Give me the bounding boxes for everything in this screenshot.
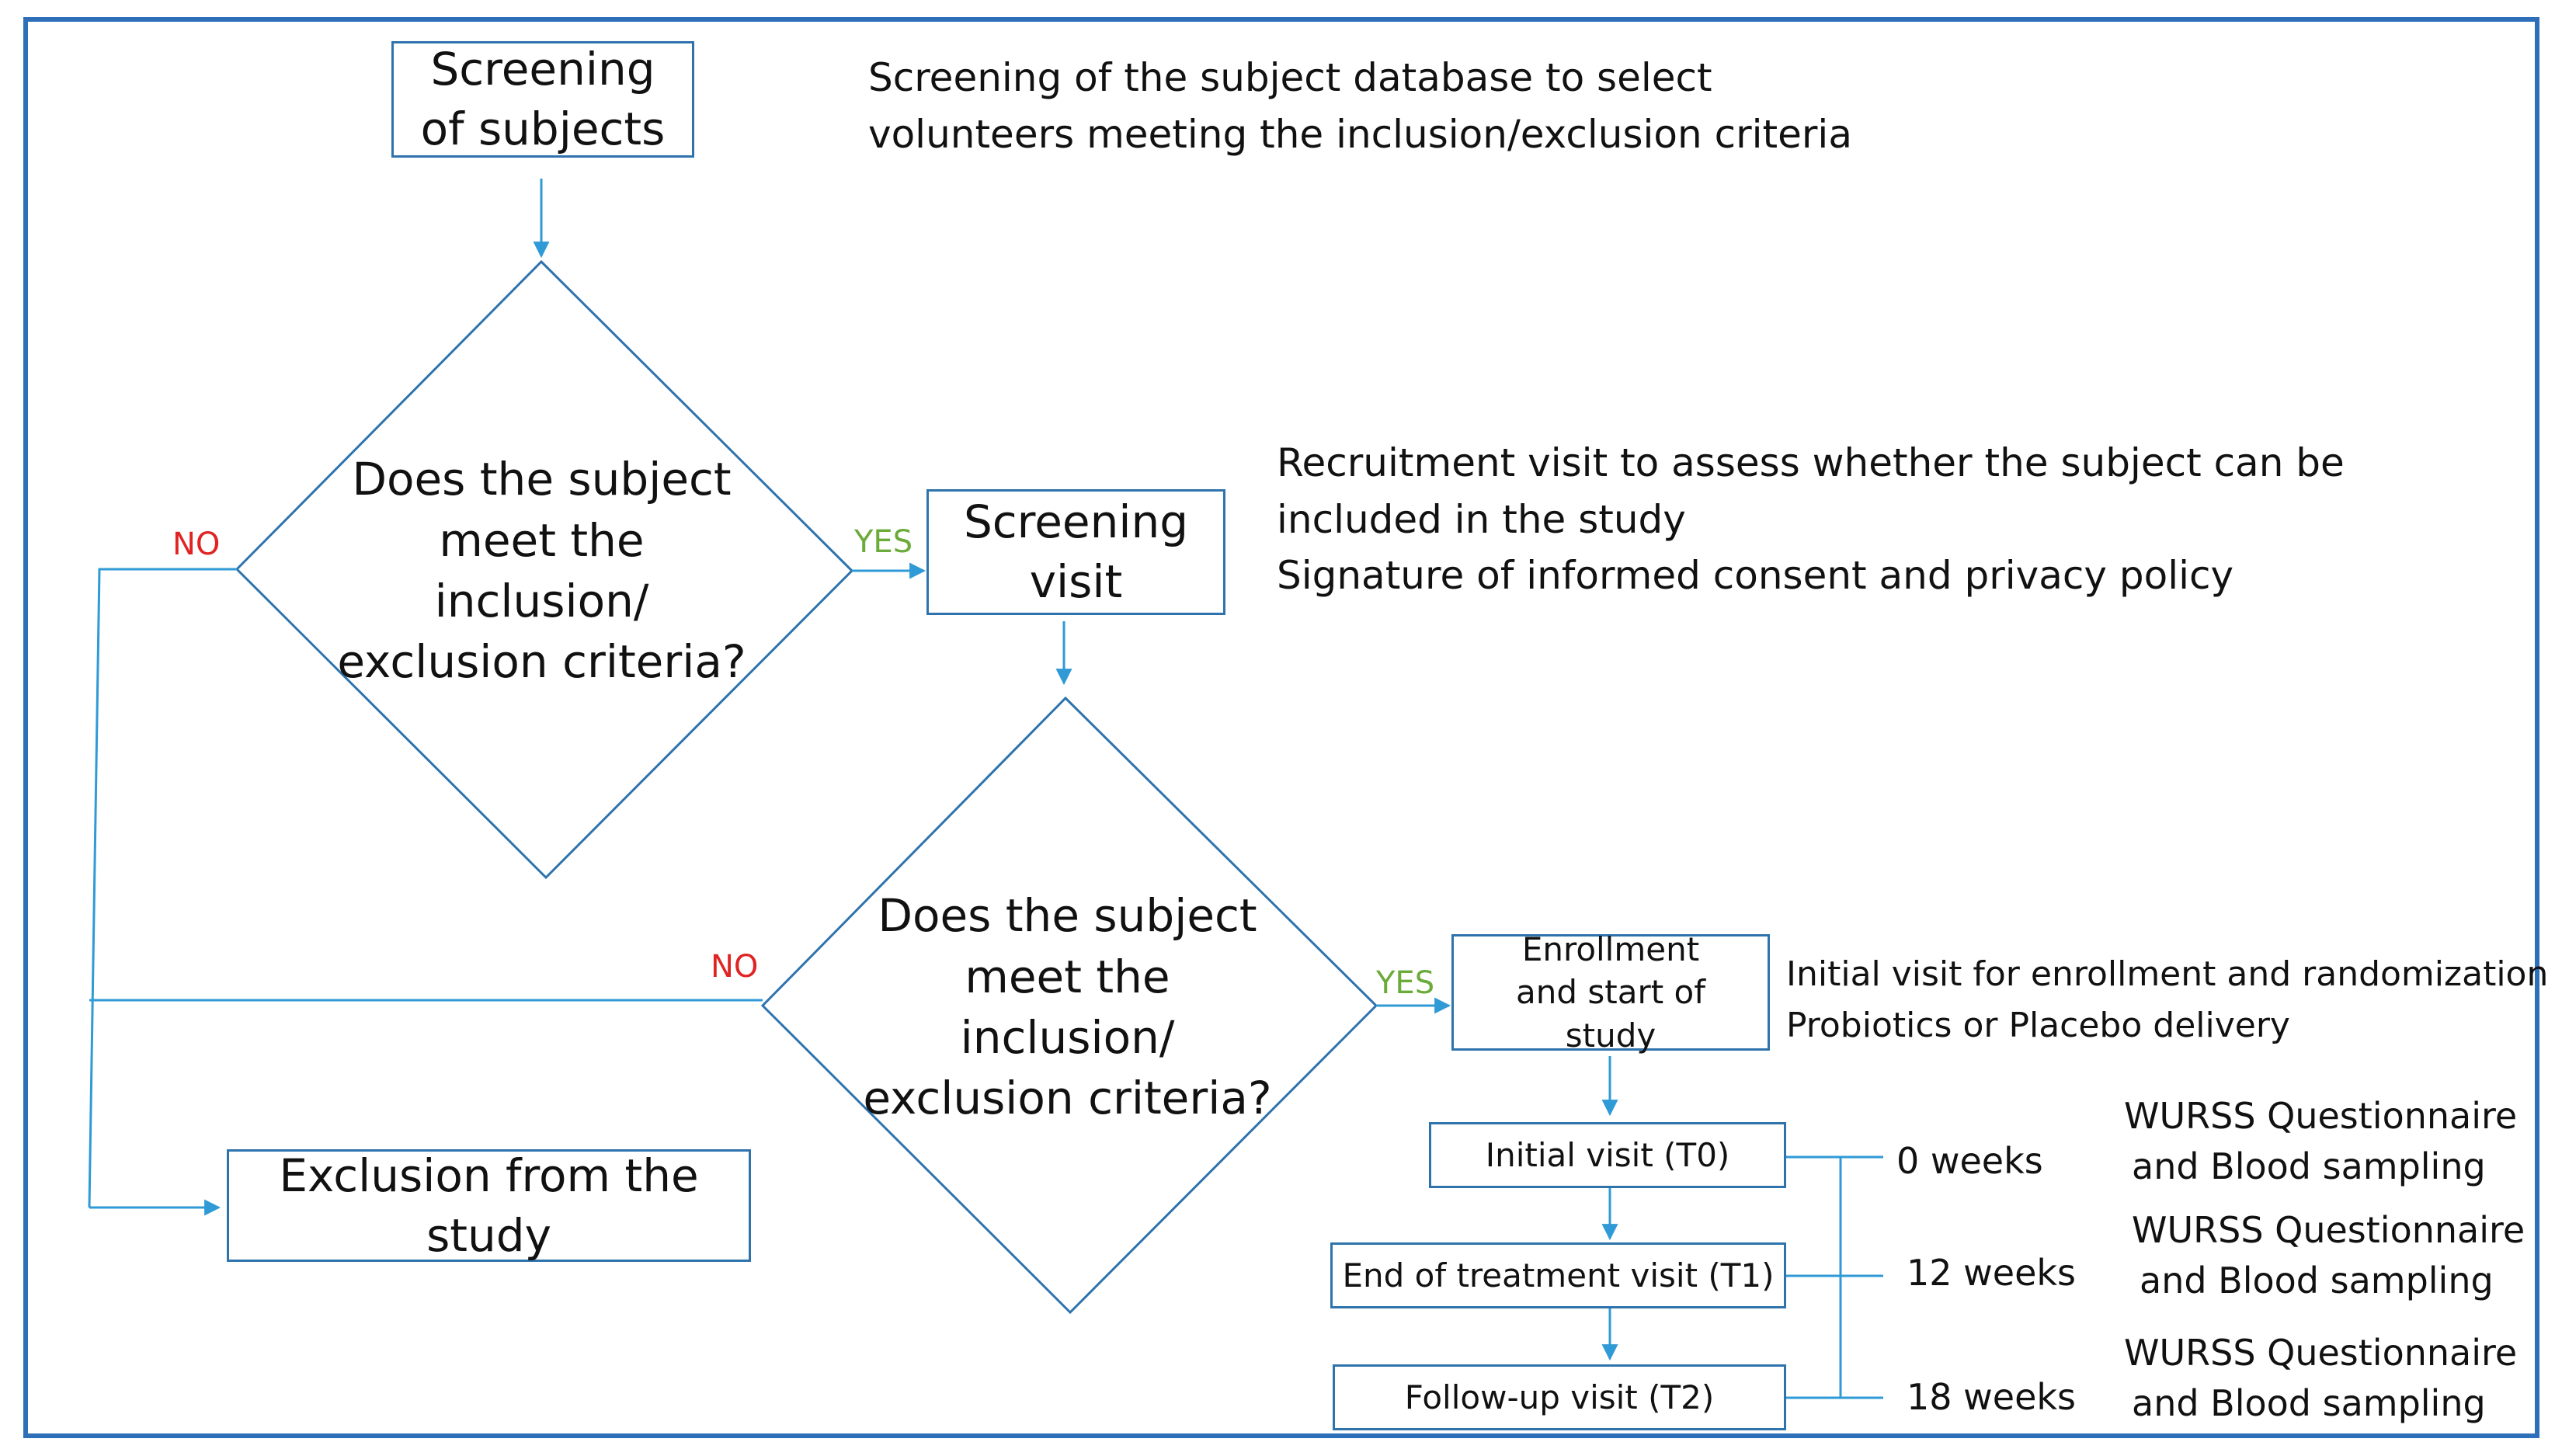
measure-t1-line: and Blood sampling [2140,1260,2494,1302]
end-treatment-box: End of treatment visit (T1) [1330,1242,1786,1308]
screening-visit-label: Screening visit [963,495,1189,608]
no-path-decision1 [88,568,237,1208]
screening-note: Screening of the subject database to sel… [868,50,1852,162]
decision-diamond-1 [235,259,854,880]
initial-visit-label: Initial visit (T0) [1485,1135,1730,1174]
measure-t2-line: WURSS Questionnaire [2124,1332,2518,1374]
end-treatment-label: End of treatment visit (T1) [1342,1256,1775,1294]
screening-note-line: volunteers meeting the inclusion/exclusi… [868,111,1852,157]
decision-diamond-2 [760,696,1378,1315]
no-label-2: NO [711,949,759,985]
enrollment-note-line: Initial visit for enrollment and randomi… [1786,954,2549,994]
enrollment-label: Enrollment and start of study [1515,930,1706,1055]
decision1-label: Does the subject meet the inclusion/ exc… [337,453,746,689]
weeks-18: 18 weeks [1907,1376,2076,1418]
measure-t0-line: and Blood sampling [2132,1145,2486,1188]
measure-t2: WURSS Questionnaire and Blood sampling [2124,1328,2517,1430]
initial-visit-box: Initial visit (T0) [1429,1122,1786,1188]
screening-subjects-box: Screening of subjects [391,41,694,158]
screening-visit-box: Screening visit [926,489,1225,615]
decision2-label: Does the subject meet the inclusion/ exc… [863,889,1272,1125]
weeks-12: 12 weeks [1907,1252,2076,1294]
yes-label-1: YES [854,524,913,560]
follow-up-box: Follow-up visit (T2) [1333,1364,1786,1430]
weeks-0: 0 weeks [1896,1140,2043,1182]
enrollment-note-line: Probiotics or Placebo delivery [1786,1006,2290,1045]
no-label-1: NO [172,526,221,562]
recruitment-note-line: included in the study [1277,496,1686,542]
measure-t1-line: WURSS Questionnaire [2132,1209,2525,1251]
yes-label-2: YES [1376,965,1435,1001]
recruitment-note-line: Recruitment visit to assess whether the … [1277,440,2345,485]
measure-t2-line: and Blood sampling [2132,1382,2486,1425]
decision1-text: Does the subject meet the inclusion/ exc… [326,453,757,688]
diagram-frame [23,17,2539,1438]
measure-t1: WURSS Questionnaire and Blood sampling [2132,1205,2525,1307]
measure-t0-line: WURSS Questionnaire [2124,1095,2518,1137]
enrollment-note: Initial visit for enrollment and randomi… [1786,949,2548,1051]
exclusion-box: Exclusion from the study [227,1149,751,1262]
screening-subjects-label: Screening of subjects [420,43,666,155]
decision2-text: Does the subject meet the inclusion/ exc… [852,889,1283,1124]
enrollment-box: Enrollment and start of study [1451,930,1770,1055]
recruitment-note: Recruitment visit to assess whether the … [1277,435,2345,604]
screening-note-line: Screening of the subject database to sel… [868,55,1712,100]
exclusion-label: Exclusion from the study [279,1148,699,1262]
follow-up-label: Follow-up visit (T2) [1404,1378,1715,1416]
recruitment-note-line: Signature of informed consent and privac… [1277,553,2234,598]
measure-t0: WURSS Questionnaire and Blood sampling [2124,1091,2517,1193]
